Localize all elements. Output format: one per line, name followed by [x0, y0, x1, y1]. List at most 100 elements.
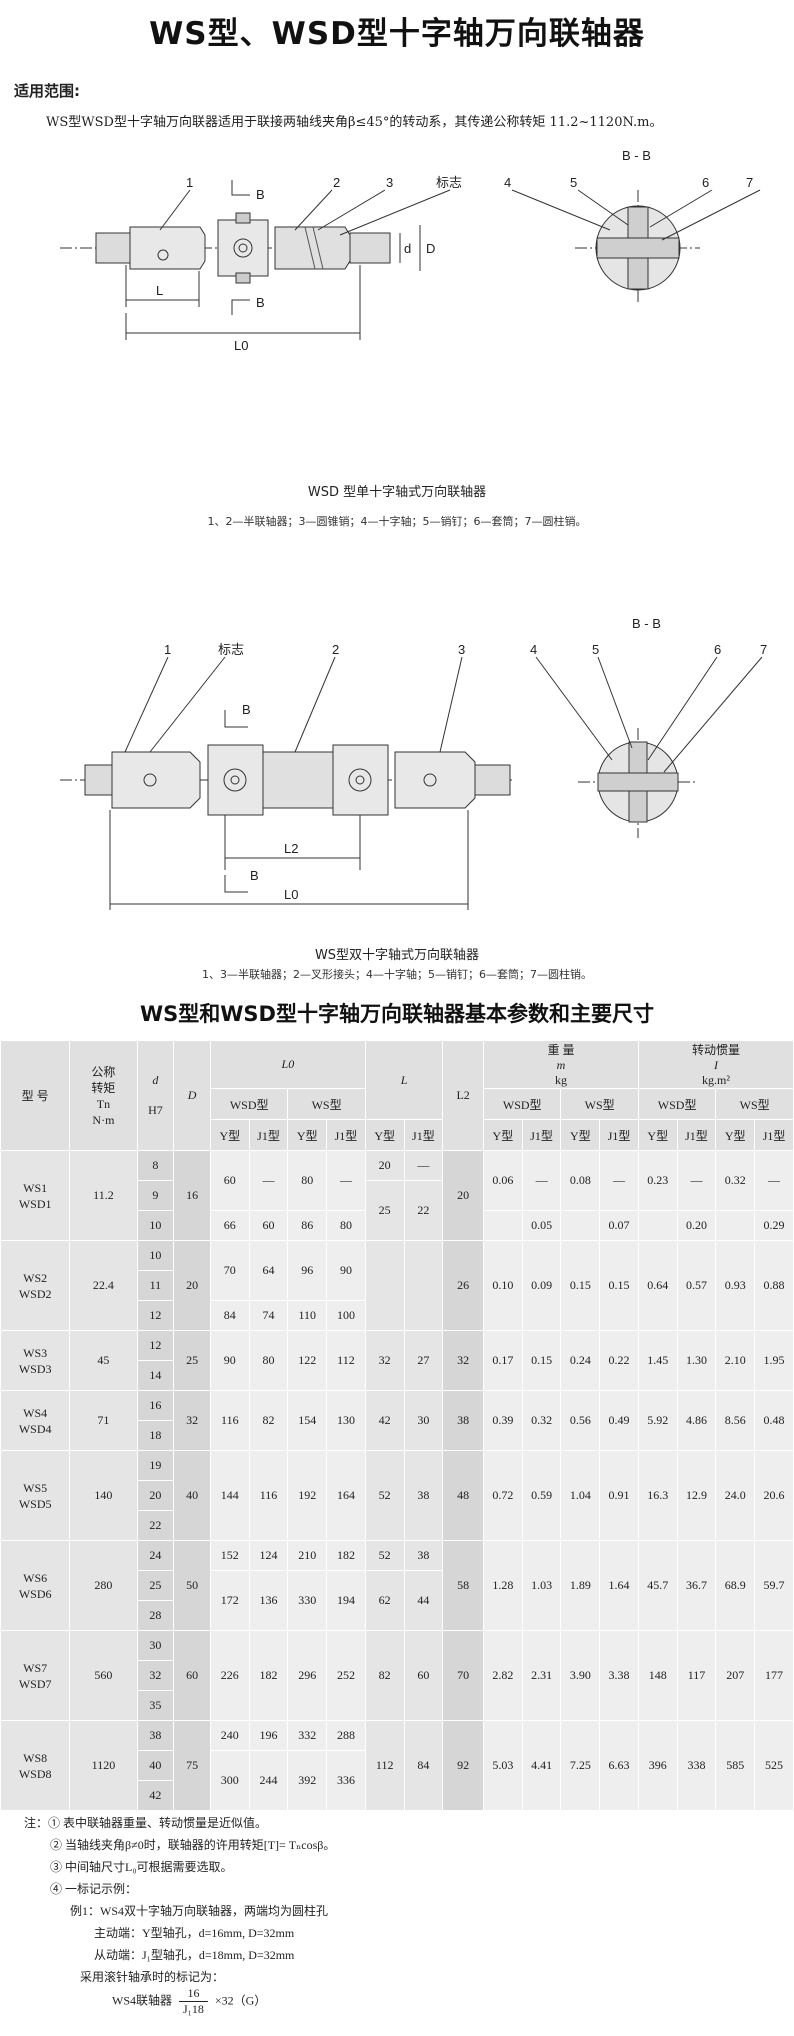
bore-d-cell: 19 [136, 1450, 175, 1481]
L-cell: 112 [364, 1720, 405, 1811]
L0-cell: 80 [248, 1330, 289, 1391]
fig1-label-4: 4 [504, 175, 511, 190]
fig1-label-L: L [156, 283, 163, 298]
L-cell: 60 [403, 1630, 444, 1721]
weight-cell: 0.17 [483, 1330, 523, 1391]
inertia-cell [715, 1210, 756, 1241]
table-row: 32 [1, 1660, 794, 1691]
fig1-label-L0: L0 [234, 338, 248, 353]
inertia-cell: 148 [637, 1630, 678, 1721]
L0-cell: 172 [209, 1570, 250, 1631]
fig1-label-mark: 标志 [436, 175, 462, 190]
outer-D-cell: 20 [173, 1240, 211, 1331]
table-row: 14 [1, 1360, 794, 1391]
torque-cell: 22.4 [69, 1240, 138, 1331]
L0-cell: 330 [287, 1570, 328, 1631]
fig1-label-2: 2 [333, 175, 340, 190]
inertia-cell: 45.7 [637, 1540, 678, 1631]
fig1-parts: 1、2—半联轴器；3—圆锥销；4—十字轴；5—销钉；6—套筒；7—圆柱销。 [207, 515, 587, 528]
fig1-label-3: 3 [386, 175, 393, 190]
L-cell: 82 [364, 1630, 405, 1721]
weight-cell: 1.64 [599, 1540, 639, 1631]
L-cell: 62 [364, 1570, 405, 1631]
torque-cell: 140 [69, 1450, 138, 1541]
bore-d-cell: 8 [136, 1150, 175, 1181]
weight-cell: 0.06 [483, 1150, 523, 1211]
note-2: ② 当轴线夹角β≠0时，联轴器的许用转矩[T]= Tₙcosβ。 [50, 1838, 336, 1852]
inertia-cell: 0.32 [715, 1150, 756, 1211]
bore-d-cell: 38 [136, 1720, 175, 1751]
inertia-cell: 0.20 [676, 1210, 717, 1241]
L0-cell: 84 [209, 1300, 250, 1331]
weight-cell: 0.24 [560, 1330, 601, 1391]
inertia-cell: 177 [754, 1630, 794, 1721]
fig1-label-1: 1 [186, 175, 193, 190]
bore-d-cell: 30 [136, 1630, 175, 1661]
weight-cell: 3.38 [599, 1630, 639, 1721]
L0-cell: 196 [248, 1720, 289, 1751]
th-D: D [173, 1040, 211, 1151]
bore-d-cell: 35 [136, 1690, 175, 1721]
page-title: WS型、WSD型十字轴万向联轴器 [149, 16, 645, 52]
weight-cell [483, 1210, 523, 1241]
inertia-cell: 0.57 [676, 1240, 717, 1331]
L-cell: 44 [403, 1570, 444, 1631]
L0-cell: 194 [326, 1570, 366, 1631]
model-cell: WS1 WSD1 [0, 1150, 71, 1241]
note-3: ③ 中间轴尺寸L₀可根据需要选取。 [50, 1860, 233, 1874]
L0-cell: 82 [248, 1390, 289, 1451]
L0-cell: 240 [209, 1720, 250, 1751]
L0-cell: 154 [287, 1390, 328, 1451]
torque-cell: 45 [69, 1330, 138, 1391]
L2-cell: 48 [442, 1450, 485, 1541]
L0-cell: 300 [209, 1750, 250, 1811]
L0-cell: 296 [287, 1630, 328, 1721]
weight-cell: 0.05 [521, 1210, 562, 1241]
torque-cell: 11.2 [69, 1150, 138, 1241]
fig1-label-b-bottom: B [256, 295, 265, 310]
L-cell: 52 [364, 1540, 405, 1571]
weight-cell: 6.63 [599, 1720, 639, 1811]
L-cell: 22 [403, 1180, 444, 1241]
fig1-label-D: D [426, 241, 435, 256]
fig2-parts: 1、3—半联轴器；2—叉形接头；4—十字轴；5—销钉；6—套筒；7—圆柱销。 [202, 968, 592, 981]
fig2-label-4: 4 [530, 642, 537, 657]
torque-cell: 280 [69, 1540, 138, 1631]
fig1-label-7: 7 [746, 175, 753, 190]
L0-cell: 288 [326, 1720, 366, 1751]
L0-cell: 192 [287, 1450, 328, 1541]
inertia-cell: 396 [637, 1720, 678, 1811]
model-cell: WS6 WSD6 [0, 1540, 71, 1631]
L0-cell: 116 [209, 1390, 250, 1451]
L0-cell: 336 [326, 1750, 366, 1811]
ws-double-drawing: 1 标志 2 3 4 5 6 7 B - B B B L2 L0 [60, 616, 767, 910]
L-cell: 25 [364, 1180, 405, 1241]
inertia-cell: 207 [715, 1630, 756, 1721]
table-row: 18 [1, 1420, 794, 1451]
scope-heading: 适用范围: [14, 82, 80, 100]
model-cell: WS3 WSD3 [0, 1330, 71, 1391]
model-cell: WS5 WSD5 [0, 1450, 71, 1541]
fig1-label-bb: B - B [622, 148, 651, 163]
bore-d-cell: 10 [136, 1210, 175, 1241]
L0-cell: 124 [248, 1540, 289, 1571]
L0-cell: 86 [287, 1210, 328, 1241]
bore-d-cell: 16 [136, 1390, 175, 1421]
inertia-cell: 20.6 [754, 1450, 794, 1541]
th-model: 型 号 [0, 1040, 71, 1151]
fig2-label-mark: 标志 [218, 642, 244, 657]
weight-cell: 5.03 [483, 1720, 523, 1811]
note-1: 注：① 表中联轴器重量、转动惯量是近似值。 [24, 1816, 268, 1830]
outer-D-cell: 50 [173, 1540, 211, 1631]
inertia-cell: 525 [754, 1720, 794, 1811]
weight-cell: 0.59 [521, 1450, 562, 1541]
outer-D-cell: 25 [173, 1330, 211, 1391]
fig2-label-3: 3 [458, 642, 465, 657]
inertia-cell: 117 [676, 1630, 717, 1721]
bore-d-cell: 20 [136, 1480, 175, 1511]
